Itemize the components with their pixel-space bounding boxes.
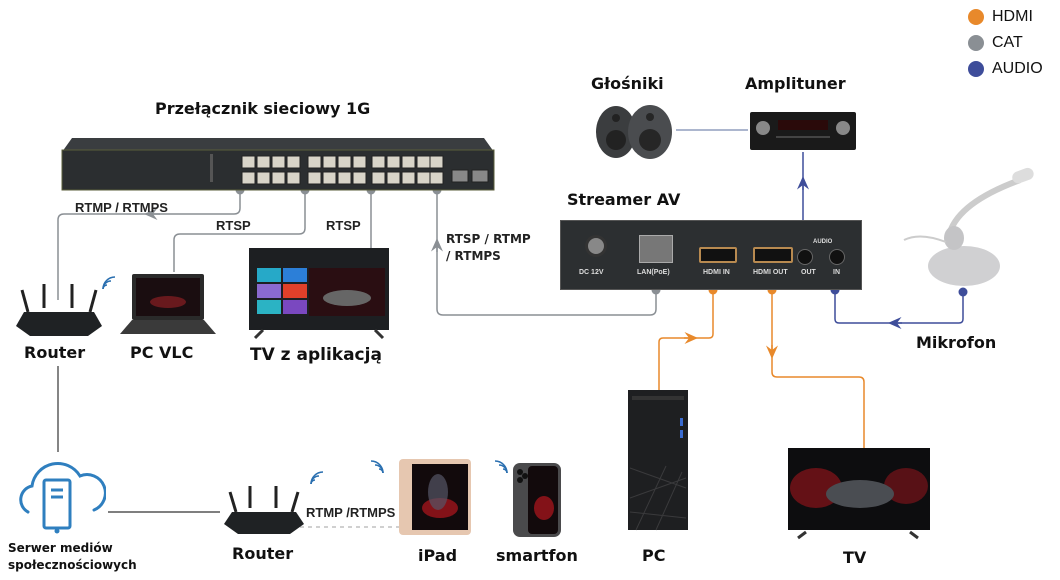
protocol-tv-app: RTSP [326,218,361,233]
lan-port-icon [639,235,673,263]
tv-label: TV [843,548,867,567]
legend-item-hdmi: HDMI [968,4,1043,30]
switch-port [307,171,322,185]
switch-port [322,171,337,185]
legend-item-cat: CAT [968,30,1043,56]
switch-port [286,155,301,169]
port-dot [958,287,968,297]
uplink-port [429,155,444,169]
server-label-1: Serwer mediów [8,541,113,555]
switch-port [322,155,337,169]
smartphone-label: smartfon [496,546,578,565]
router-bottom-label: Router [232,544,294,563]
sfp-port [471,169,489,183]
switch-port [337,171,352,185]
switch-label: Przełącznik sieciowy 1G [155,99,371,118]
protocol-streamer-2: / RTMPS [446,249,501,263]
server-label-2: społecznościowych [8,558,137,572]
cat-wire-streamer [436,190,657,316]
legend-label: CAT [992,34,1023,51]
switch-port [241,155,256,169]
protocol-streamer-1: RTSP / RTMP [446,232,531,246]
legend: HDMI CAT AUDIO [968,4,1043,82]
protocol-mobile: RTMP /RTMPS [306,505,396,520]
uplink-port [429,171,444,185]
hdmi-dot-icon [968,9,984,25]
streamer-label: Streamer AV [567,190,681,209]
cat-dot-icon [968,35,984,51]
legend-label: AUDIO [992,60,1043,77]
cloud-server-icon [19,462,106,534]
audio-out-jack-icon [797,249,813,265]
switch-port [371,155,386,169]
speakers-image [596,105,672,159]
smartphone-image [513,463,561,537]
router-top-label: Router [24,343,86,362]
port-label-hdmi-in: HDMI IN [703,269,730,276]
network-switch-image [61,138,495,191]
receiver-image [750,112,856,150]
protocol-router: RTMP / RTMPS [75,200,168,215]
sfp-port [451,169,469,183]
switch-port [386,155,401,169]
port-label-dc: DC 12V [579,269,604,276]
streamer-device: DC 12V LAN(PoE) HDMI IN HDMI OUT AUDIO O… [560,220,862,290]
switch-port [416,155,431,169]
dc-jack-icon [585,235,607,257]
port-label-lan: LAN(PoE) [637,269,670,276]
legend-item-audio: AUDIO [968,56,1043,82]
switch-port [337,155,352,169]
tv-app-image [249,248,389,340]
ipad-image [399,459,471,535]
switch-port [352,171,367,185]
switch-port [271,155,286,169]
audio-dot-icon [968,61,984,77]
switch-port [371,171,386,185]
pc-label: PC [642,546,666,565]
switch-port [241,171,256,185]
switch-port [352,155,367,169]
wifi-signal-icon [102,276,116,290]
switch-port [271,171,286,185]
switch-port [256,155,271,169]
cat-wire-pc-vlc [173,190,306,272]
audio-in-jack-icon [829,249,845,265]
microphone-image [903,167,1034,286]
port-label-audio-out: OUT [801,269,816,276]
laptop-image [120,274,216,334]
receiver-label: Amplituner [745,74,846,93]
wifi-signal-icon [370,460,384,474]
switch-port [286,171,301,185]
ipad-label: iPad [418,546,458,565]
router-bottom-image [224,486,304,534]
tv-image [788,448,930,540]
speakers-label: Głośniki [591,74,664,93]
wifi-signal-icon [494,460,508,474]
hdmi-in-port-icon [699,247,737,263]
pc-tower-image [628,390,688,531]
audio-wire-mic [834,290,964,324]
hdmi-wire-pc [658,290,714,390]
switch-port [307,155,322,169]
switch-port [401,155,416,169]
router-top-image [16,284,102,336]
microphone-label: Mikrofon [916,333,997,352]
legend-label: HDMI [992,8,1033,25]
port-label-audio-in: IN [833,269,840,276]
switch-port [401,171,416,185]
port-label-hdmi-out: HDMI OUT [753,269,788,276]
switch-port [416,171,431,185]
protocol-pc-vlc: RTSP [216,218,251,233]
hdmi-out-port-icon [753,247,793,263]
hdmi-wire-tv [771,290,865,448]
switch-port [386,171,401,185]
tv-app-label: TV z aplikacją [250,345,382,365]
switch-port [256,171,271,185]
pc-vlc-label: PC VLC [130,343,194,362]
wifi-signal-icon [310,471,324,485]
audio-group-label: AUDIO [813,239,833,245]
